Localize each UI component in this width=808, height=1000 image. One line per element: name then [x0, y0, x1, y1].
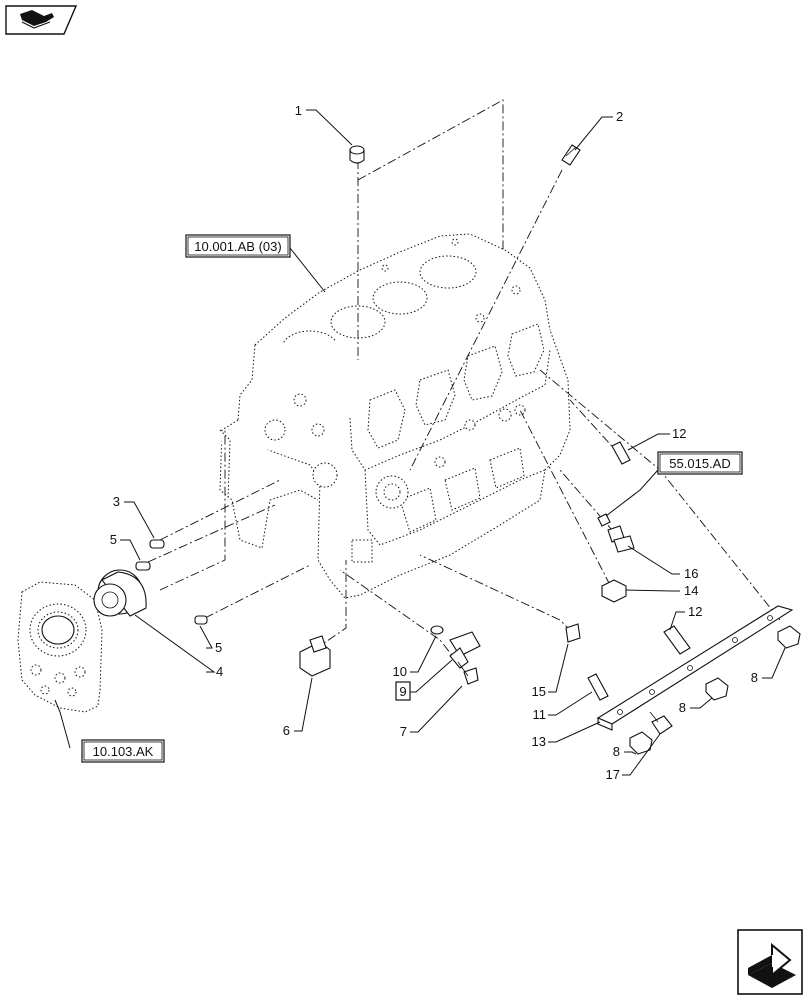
- callout-14: 14: [684, 583, 698, 598]
- dowel-pin-3[interactable]: [149, 539, 165, 549]
- dowel-pin-5b[interactable]: [194, 615, 208, 625]
- callout-4: 4: [216, 664, 223, 679]
- callout-13: 13: [532, 734, 546, 749]
- speed-sensor[interactable]: [449, 631, 481, 669]
- next-page-icon[interactable]: [737, 929, 803, 995]
- callout-1: 1: [295, 103, 302, 118]
- sensor-bolt[interactable]: [457, 661, 479, 685]
- callout-12a: 12: [672, 426, 686, 441]
- callout-3: 3: [113, 494, 120, 509]
- ref-label-sensor-text: 55.015.AD: [669, 456, 730, 471]
- callout-9-box: [395, 681, 411, 701]
- stud-12b[interactable]: [663, 625, 691, 655]
- plug-cap[interactable]: [349, 145, 365, 164]
- callout-8b: 8: [679, 700, 686, 715]
- rear-cover: [17, 581, 103, 713]
- ref-label-block[interactable]: 10.001.AB (03): [185, 234, 291, 258]
- leader-lines: [54, 109, 786, 776]
- nut-8c[interactable]: [629, 731, 653, 755]
- bolt-17[interactable]: [649, 711, 673, 735]
- callout-8c: 8: [613, 744, 620, 759]
- assembly-lines: [147, 99, 781, 679]
- engine-block: [219, 233, 571, 599]
- callout-numbers: 1 2 3 5 5 4 6 7 10 9 15 11 13 12 12 16 1…: [110, 103, 758, 782]
- callout-5b: 5: [215, 640, 222, 655]
- callout-16: 16: [684, 566, 698, 581]
- ref-label-block-text: 10.001.AB (03): [194, 239, 281, 254]
- crank-seal-housing[interactable]: [93, 569, 147, 617]
- ref-label-rear-cover-text: 10.103.AK: [93, 744, 154, 759]
- nut-8b[interactable]: [705, 677, 729, 701]
- callout-7: 7: [400, 724, 407, 739]
- callout-2: 2: [616, 109, 623, 124]
- drain-plug[interactable]: [299, 635, 331, 677]
- callout-15: 15: [532, 684, 546, 699]
- stud-pin[interactable]: [561, 144, 581, 166]
- callout-8a: 8: [751, 670, 758, 685]
- ref-label-rear-cover[interactable]: 10.103.AK: [81, 739, 165, 763]
- pressure-switch[interactable]: [607, 525, 635, 553]
- book-icon[interactable]: [5, 5, 78, 35]
- dowel-pin-5a[interactable]: [135, 561, 151, 571]
- ref-label-sensor[interactable]: 55.015.AD: [657, 451, 743, 475]
- callout-5a: 5: [110, 532, 117, 547]
- callout-6: 6: [283, 723, 290, 738]
- callout-12b: 12: [688, 604, 702, 619]
- nut-8a[interactable]: [777, 625, 801, 649]
- sensor-tip[interactable]: [597, 513, 611, 527]
- callout-17: 17: [606, 767, 620, 782]
- mounting-bar[interactable]: [596, 605, 794, 731]
- fitting-15[interactable]: [565, 623, 581, 643]
- o-ring[interactable]: [430, 625, 444, 635]
- callout-9: 9: [399, 684, 406, 699]
- callout-11: 11: [533, 707, 547, 722]
- stud-12a[interactable]: [611, 441, 631, 465]
- callout-10: 10: [393, 664, 407, 679]
- nut-14[interactable]: [601, 579, 627, 603]
- stud-11[interactable]: [587, 673, 609, 701]
